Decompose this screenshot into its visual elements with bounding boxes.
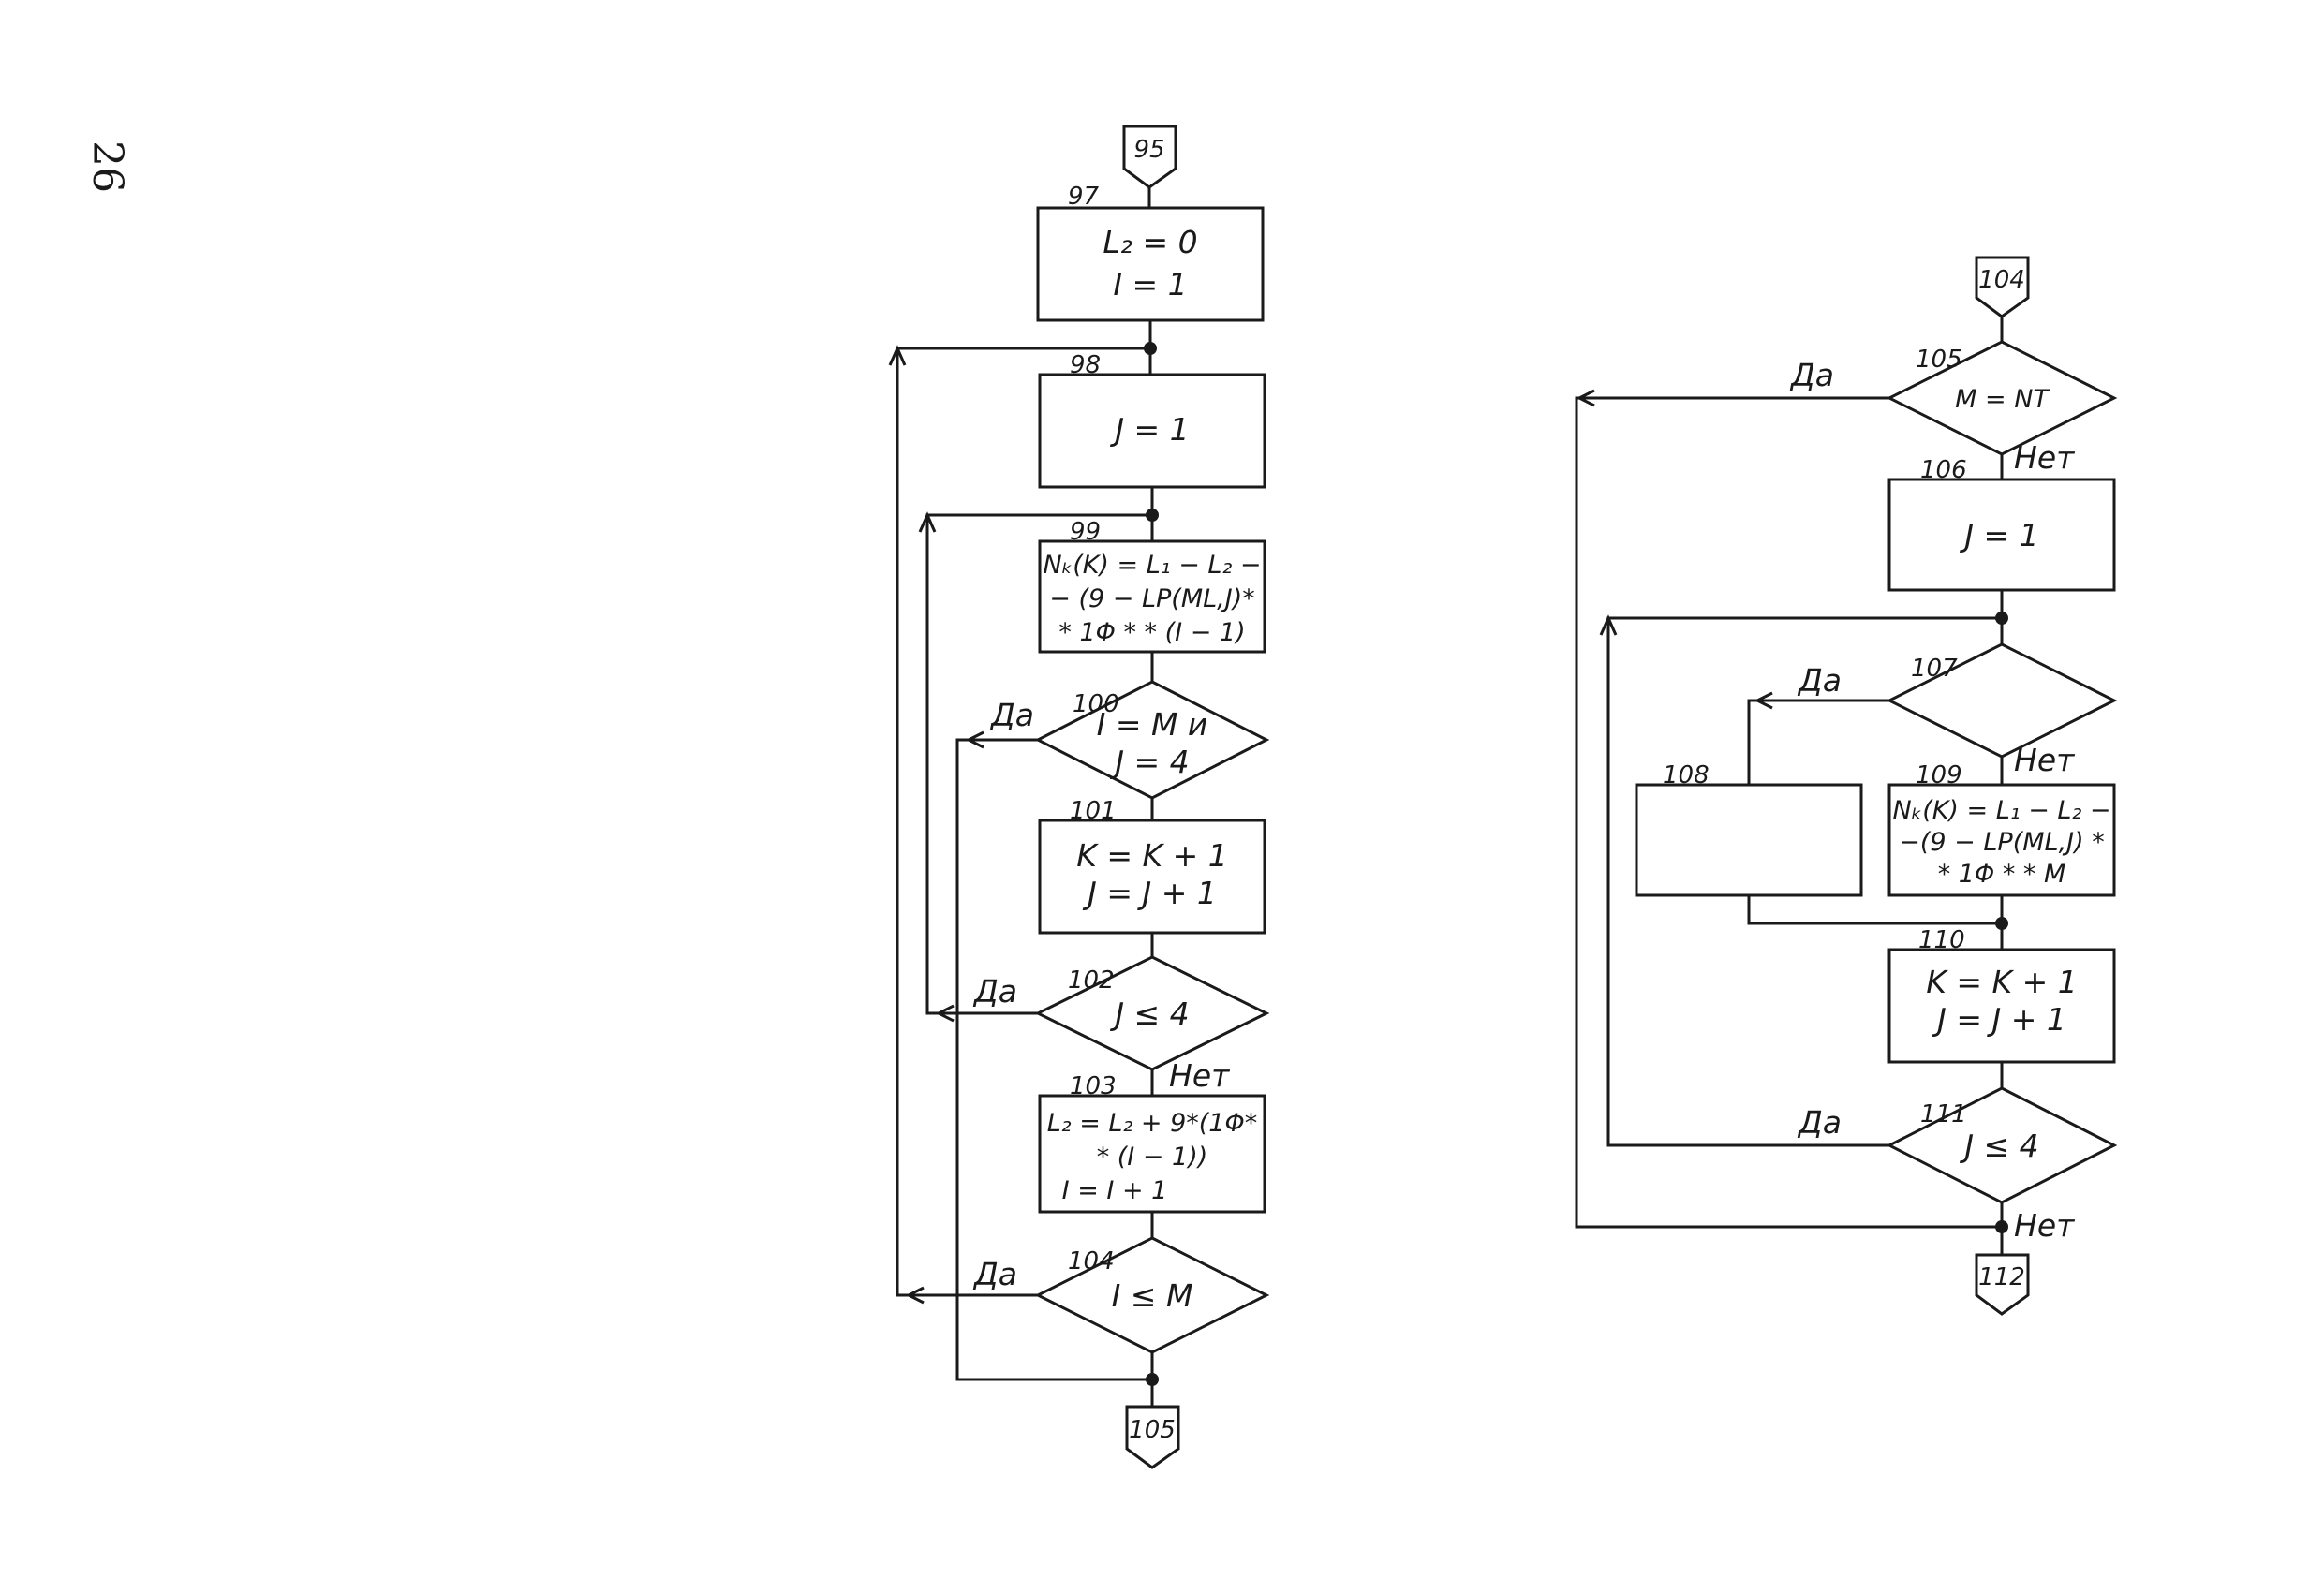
- yes-label-102: Да: [972, 973, 1017, 1010]
- block-109-line-2: −(9 − LP(ML,J) *: [1899, 828, 2104, 857]
- block-109-line-1: Nₖ(K) = L₁ − L₂ −: [1893, 796, 2111, 825]
- block-100-number: 100: [1073, 690, 1119, 718]
- process-block-103: [1038, 1094, 1266, 1214]
- connector-104: [1975, 256, 2030, 318]
- block-103-line-3: I = I + 1: [1062, 1176, 1168, 1205]
- process-block-98: [1038, 373, 1266, 489]
- yes-label-100: Да: [989, 697, 1034, 733]
- block-106-number: 106: [1920, 456, 1967, 484]
- block-110-line-2: J = J + 1: [1932, 1001, 2066, 1038]
- block-111-number: 111: [1920, 1100, 1967, 1128]
- block-102-line-1: J ≤ 4: [1109, 996, 1189, 1032]
- yes-label-104: Да: [972, 1256, 1017, 1292]
- block-109-line-3: * 1Φ * * M: [1938, 860, 2066, 889]
- branch-100-yes: [955, 738, 1152, 1381]
- block-98-number: 98: [1070, 351, 1101, 379]
- block-99-line-3: * 1Φ * * (I − 1): [1058, 618, 1245, 647]
- no-label-111: Нет: [2014, 1207, 2076, 1244]
- process-block-97: [1036, 206, 1265, 322]
- block-104-number: 104: [1068, 1247, 1115, 1276]
- block-100-line-2: J = 4: [1109, 744, 1189, 780]
- loop-104-yes: [896, 347, 1150, 1297]
- connector-95: [1122, 125, 1177, 189]
- yes-label-105: Да: [1789, 357, 1834, 393]
- block-101-number: 101: [1070, 797, 1117, 825]
- connector-105: [1125, 1405, 1180, 1469]
- block-109-number: 109: [1916, 761, 1962, 789]
- block-108-number: 108: [1663, 761, 1710, 789]
- block-99-number: 99: [1070, 518, 1101, 546]
- process-block-109: [1887, 783, 2116, 897]
- process-block-110: [1887, 948, 2116, 1064]
- block-97-line-2: I = 1: [1113, 266, 1187, 302]
- block-110-line-1: K = K + 1: [1926, 964, 2078, 1000]
- branch-107-yes: [1747, 699, 1889, 785]
- loop-111-yes: [1606, 616, 2002, 1147]
- block-110-number: 110: [1918, 926, 1965, 954]
- connector-105-label: 105: [1129, 1416, 1176, 1444]
- connector-104-label: 104: [1978, 266, 2025, 294]
- no-label-102: Нет: [1169, 1057, 1231, 1094]
- block-105-line-1: M = NT: [1955, 385, 2050, 414]
- connector-112-label: 112: [1978, 1263, 2025, 1291]
- block-100-line-1: I = M и: [1097, 706, 1208, 743]
- branch-105-yes: [1575, 396, 2002, 1229]
- block-99-line-1: Nₖ(K) = L₁ − L₂ −: [1044, 551, 1262, 580]
- block-105-number: 105: [1916, 346, 1962, 374]
- process-block-108: [1635, 783, 1863, 897]
- block-97-number: 97: [1068, 183, 1100, 211]
- block-102-number: 102: [1068, 966, 1115, 995]
- block-97-line-1: L₂ = 0: [1103, 224, 1197, 260]
- connector-95-label: 95: [1133, 136, 1164, 164]
- loop-102-yes: [925, 513, 1152, 1015]
- connector-112: [1975, 1253, 2030, 1316]
- block-103-line-1: L₂ = L₂ + 9*(1Φ*: [1047, 1109, 1257, 1138]
- no-label-107: Нет: [2014, 742, 2076, 778]
- block-98-line-1: J = 1: [1109, 411, 1189, 448]
- block-104-line-1: I ≤ M: [1112, 1277, 1193, 1314]
- process-block-106: [1887, 478, 2116, 592]
- block-103-line-2: * (I − 1)): [1097, 1143, 1208, 1172]
- no-label-105: Нет: [2014, 439, 2076, 476]
- block-106-line-1: J = 1: [1959, 517, 2038, 553]
- yes-label-107: Да: [1797, 662, 1842, 699]
- block-103-number: 103: [1070, 1072, 1117, 1100]
- block-101-line-2: J = J + 1: [1082, 875, 1217, 911]
- block-101-line-1: K = K + 1: [1076, 837, 1228, 874]
- yes-label-111: Да: [1797, 1104, 1842, 1141]
- process-block-101: [1038, 819, 1266, 935]
- block-111-line-1: J ≤ 4: [1959, 1128, 2038, 1164]
- block-107-number: 107: [1911, 655, 1958, 683]
- block-99-line-2: − (9 − LP(ML,J)*: [1049, 584, 1254, 613]
